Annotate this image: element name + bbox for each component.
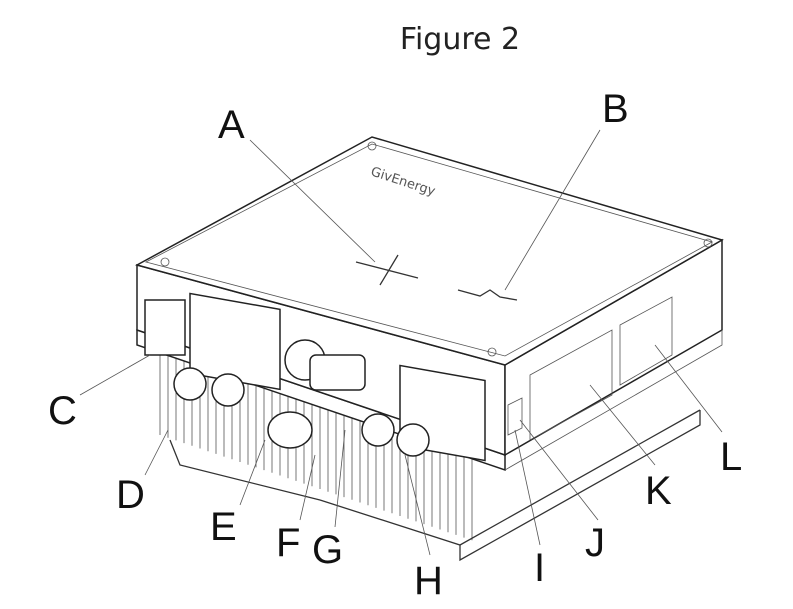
label-h: H [414,559,443,603]
label-a: A [218,103,245,147]
label-l: L [720,435,742,479]
label-d: D [116,473,145,517]
label-k: K [645,469,672,513]
label-g: G [312,528,343,572]
leader-lines [79,129,723,556]
connectors [144,292,486,462]
mounting-marks [355,254,518,301]
label-e: E [210,505,237,549]
label-j: J [585,521,605,565]
label-f: F [276,521,300,565]
label-c: C [48,389,77,433]
label-b: B [602,87,629,131]
figure-title: Figure 2 [399,22,521,57]
label-i: I [534,546,545,590]
